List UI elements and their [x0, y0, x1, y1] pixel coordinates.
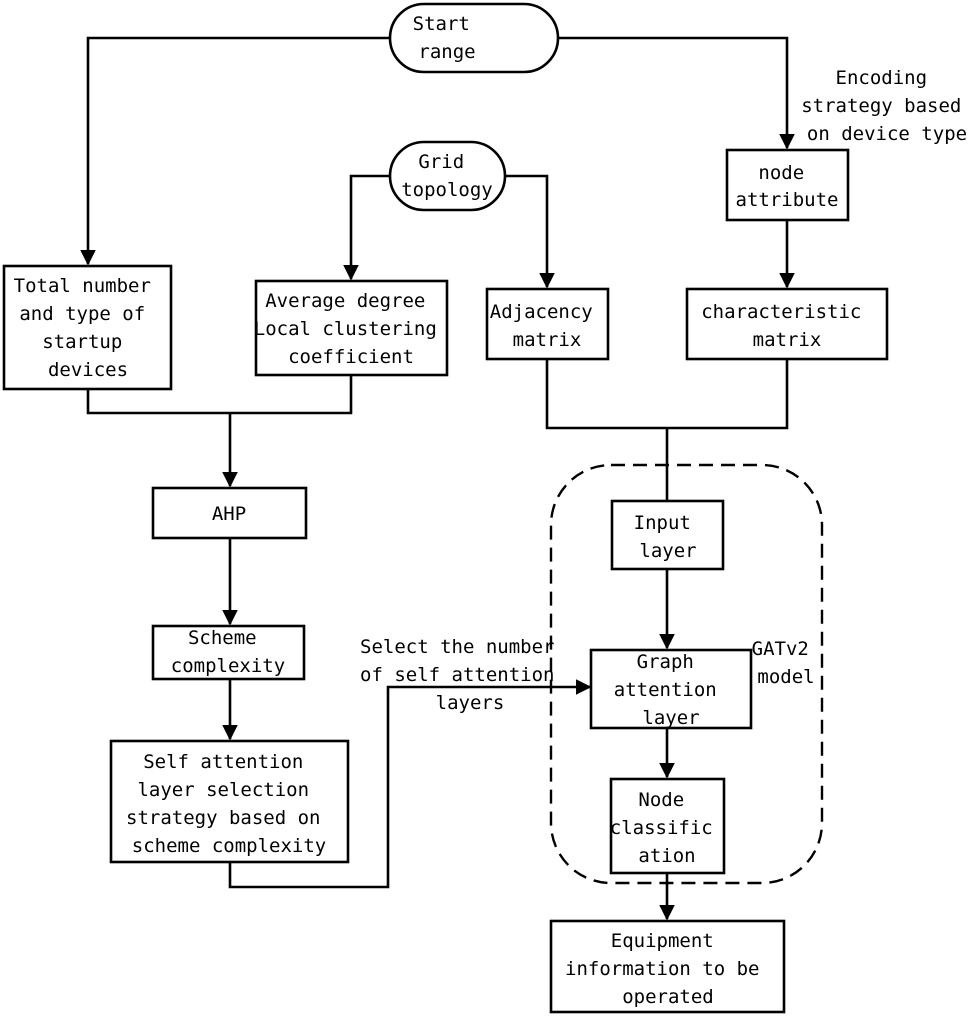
graph-attention-layer-node	[589, 648, 753, 730]
total-devices-label: Total number and type of startup devices	[14, 275, 163, 381]
grid-topology-label: Grid topology	[401, 151, 493, 201]
annotations: Encoding strategy based on device type S…	[360, 67, 969, 714]
equipment-info-node	[549, 919, 786, 1014]
scheme-complexity-label: Scheme complexity	[171, 627, 285, 677]
ahp-node	[151, 486, 308, 540]
input-layer-node	[610, 499, 725, 571]
node-attribute-node	[725, 148, 850, 222]
edge-grid-to-adjacency	[505, 174, 555, 289]
node-classification-label: Node classific ation	[610, 789, 724, 867]
input-layer-label: Input layer	[634, 512, 703, 562]
grid-topology-node	[388, 140, 507, 212]
self-attention-strategy-label: Self attention layer selection strategy …	[126, 751, 332, 857]
equipment-info-label: Equipment information to be operated	[565, 930, 771, 1008]
graph-attention-layer-label: Graph attention layer	[614, 651, 728, 729]
nodes	[2, 2, 889, 1014]
gatv2-model-container	[549, 463, 824, 885]
edge-strategy-to-graph-attention	[228, 679, 592, 889]
ahp-label: AHP	[212, 503, 246, 525]
total-devices-node	[2, 264, 173, 391]
gatv2-model-annotation: GATv2 model	[752, 638, 821, 688]
edges	[80, 36, 795, 921]
node-classification-node	[609, 777, 726, 875]
scheme-complexity-node	[151, 624, 306, 681]
edge-start-to-node-attribute	[558, 36, 795, 150]
characteristic-matrix-node	[685, 287, 889, 361]
select-layers-annotation: Select the number of self attention laye…	[360, 636, 566, 714]
node-labels: Start range Grid topology node attribute…	[14, 13, 873, 1008]
adjacency-matrix-label: Adjacency matrix	[490, 301, 604, 351]
edge-grid-to-avg-degree	[343, 174, 390, 281]
encoding-strategy-annotation: Encoding strategy based on device type	[801, 67, 969, 145]
edge-total-devices-merge	[86, 375, 353, 415]
edge-start-to-total-devices	[80, 36, 390, 266]
adjacency-matrix-node	[485, 287, 610, 361]
edge-adjacency-merge	[545, 359, 789, 430]
characteristic-matrix-label: characteristic matrix	[701, 301, 873, 351]
start-range-node	[388, 2, 560, 74]
start-range-label: Start range	[413, 13, 482, 63]
node-attribute-label: node attribute	[736, 162, 839, 211]
self-attention-strategy-node	[109, 739, 350, 864]
avg-degree-label: Average degree Local clustering coeffici…	[254, 290, 448, 368]
avg-degree-node	[254, 279, 449, 377]
